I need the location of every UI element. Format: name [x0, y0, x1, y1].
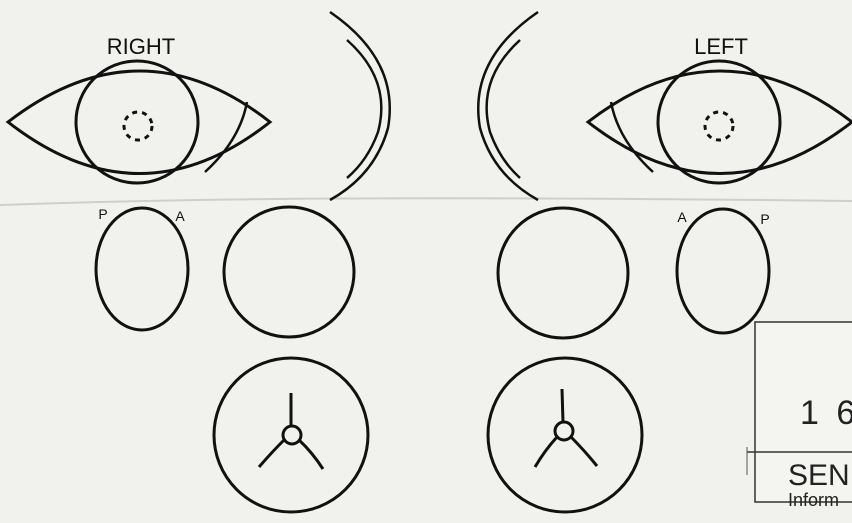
- stamp-subtext: Inform: [788, 490, 839, 510]
- right-anterior-label: A: [175, 208, 185, 224]
- left-anterior-label: A: [677, 209, 687, 225]
- stamp-number: 1 6: [800, 394, 852, 432]
- left-suture-top: [562, 389, 563, 422]
- stamp-word: SEN: [788, 459, 850, 492]
- right-posterior-label: P: [98, 206, 107, 222]
- left-posterior-label: P: [760, 211, 769, 227]
- right-eye-label: RIGHT: [107, 34, 175, 59]
- left-eye-label: LEFT: [694, 34, 748, 59]
